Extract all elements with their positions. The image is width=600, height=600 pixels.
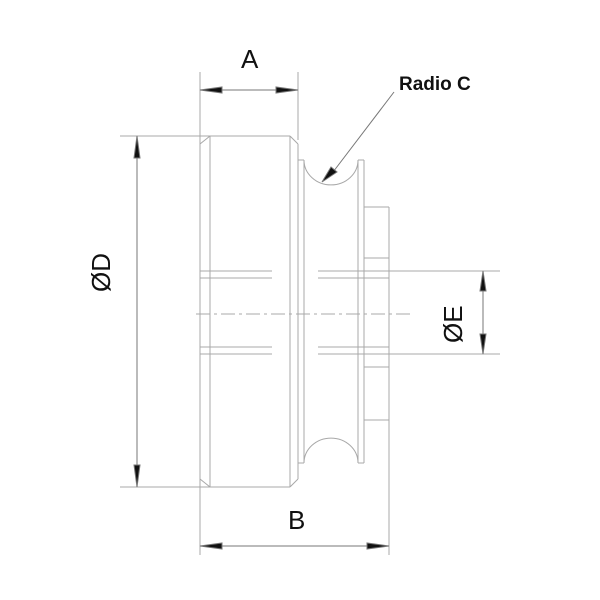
dimension-label-b: B (288, 505, 306, 535)
dimension-label-d: ØD (86, 253, 116, 292)
dimension-label-a: A (241, 44, 259, 74)
radius-leader-line (329, 91, 395, 177)
radius-label-c: Radio C (399, 74, 471, 95)
dimension-label-e: ØE (438, 305, 468, 343)
